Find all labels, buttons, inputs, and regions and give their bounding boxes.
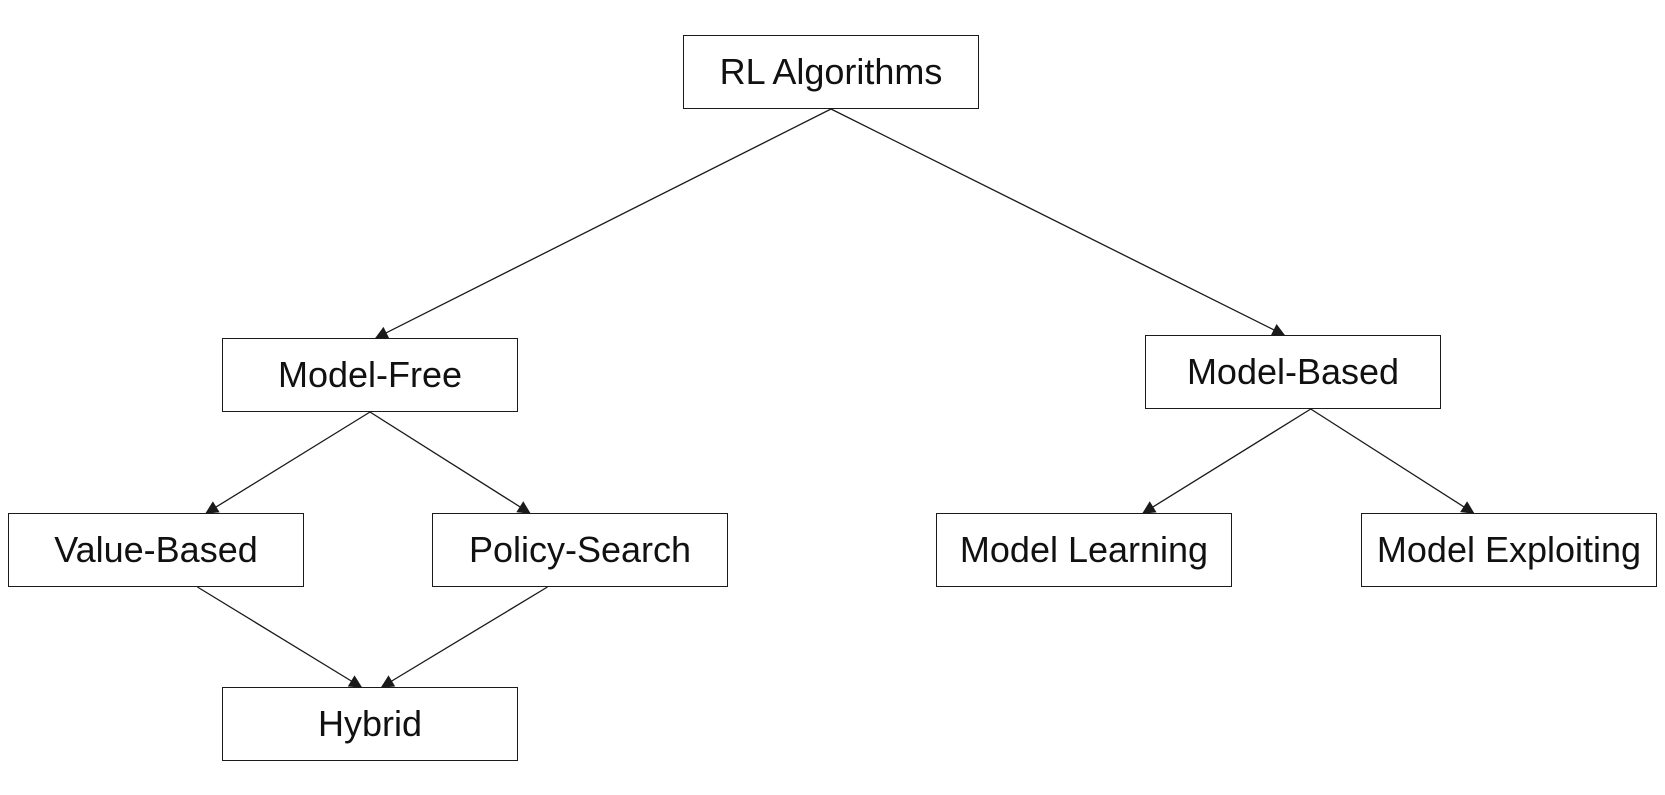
node-model-exploiting: Model Exploiting [1361, 513, 1657, 587]
edge-model-free-to-policy-search [369, 411, 531, 514]
node-policy-search: Policy-Search [432, 513, 728, 587]
edge-root-to-model-free [374, 108, 832, 339]
edges-group [197, 108, 1475, 688]
edge-model-based-to-model-learning [1142, 408, 1312, 514]
edge-value-based-to-hybrid [197, 586, 363, 688]
edge-model-based-to-model-exploiting [1310, 408, 1475, 514]
edge-model-free-to-value-based [205, 411, 371, 514]
edge-root-to-model-based [830, 108, 1286, 336]
node-rl-algorithms: RL Algorithms [683, 35, 979, 109]
node-model-based: Model-Based [1145, 335, 1441, 409]
node-value-based: Value-Based [8, 513, 304, 587]
node-hybrid: Hybrid [222, 687, 518, 761]
node-model-learning: Model Learning [936, 513, 1232, 587]
node-model-free: Model-Free [222, 338, 518, 412]
edge-policy-search-to-hybrid [380, 586, 548, 688]
